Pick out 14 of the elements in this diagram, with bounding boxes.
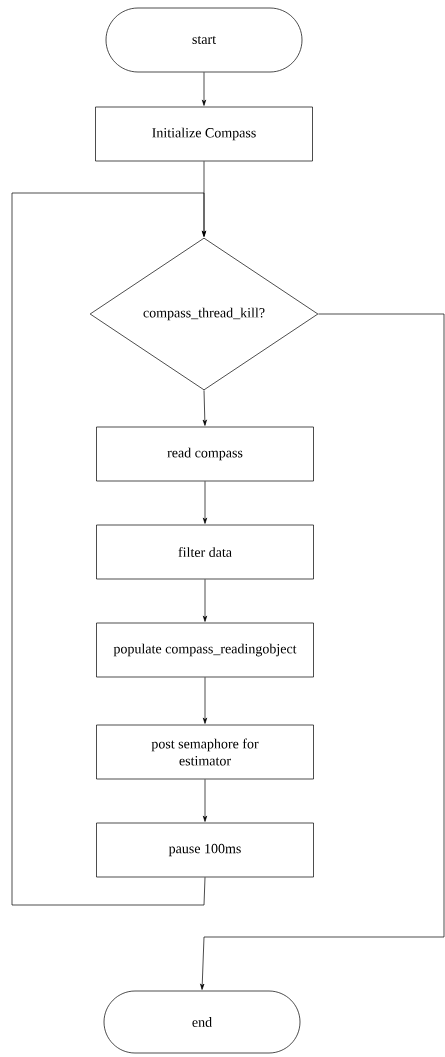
process-box: Initialize Compass xyxy=(95,106,313,162)
arrow xyxy=(201,72,207,106)
process-box: filter data xyxy=(96,524,314,580)
arrow xyxy=(202,677,208,724)
arrow xyxy=(202,579,208,622)
process-box: populate compass_readingobject xyxy=(96,622,314,678)
arrow xyxy=(11,192,207,906)
process-box: read compass xyxy=(96,426,314,482)
process-box: post semaphore for estimator xyxy=(96,724,314,780)
arrow xyxy=(200,313,445,990)
arrow xyxy=(202,779,208,822)
arrow xyxy=(202,390,207,426)
arrow xyxy=(202,481,208,524)
process-box: pause 100ms xyxy=(96,822,314,878)
